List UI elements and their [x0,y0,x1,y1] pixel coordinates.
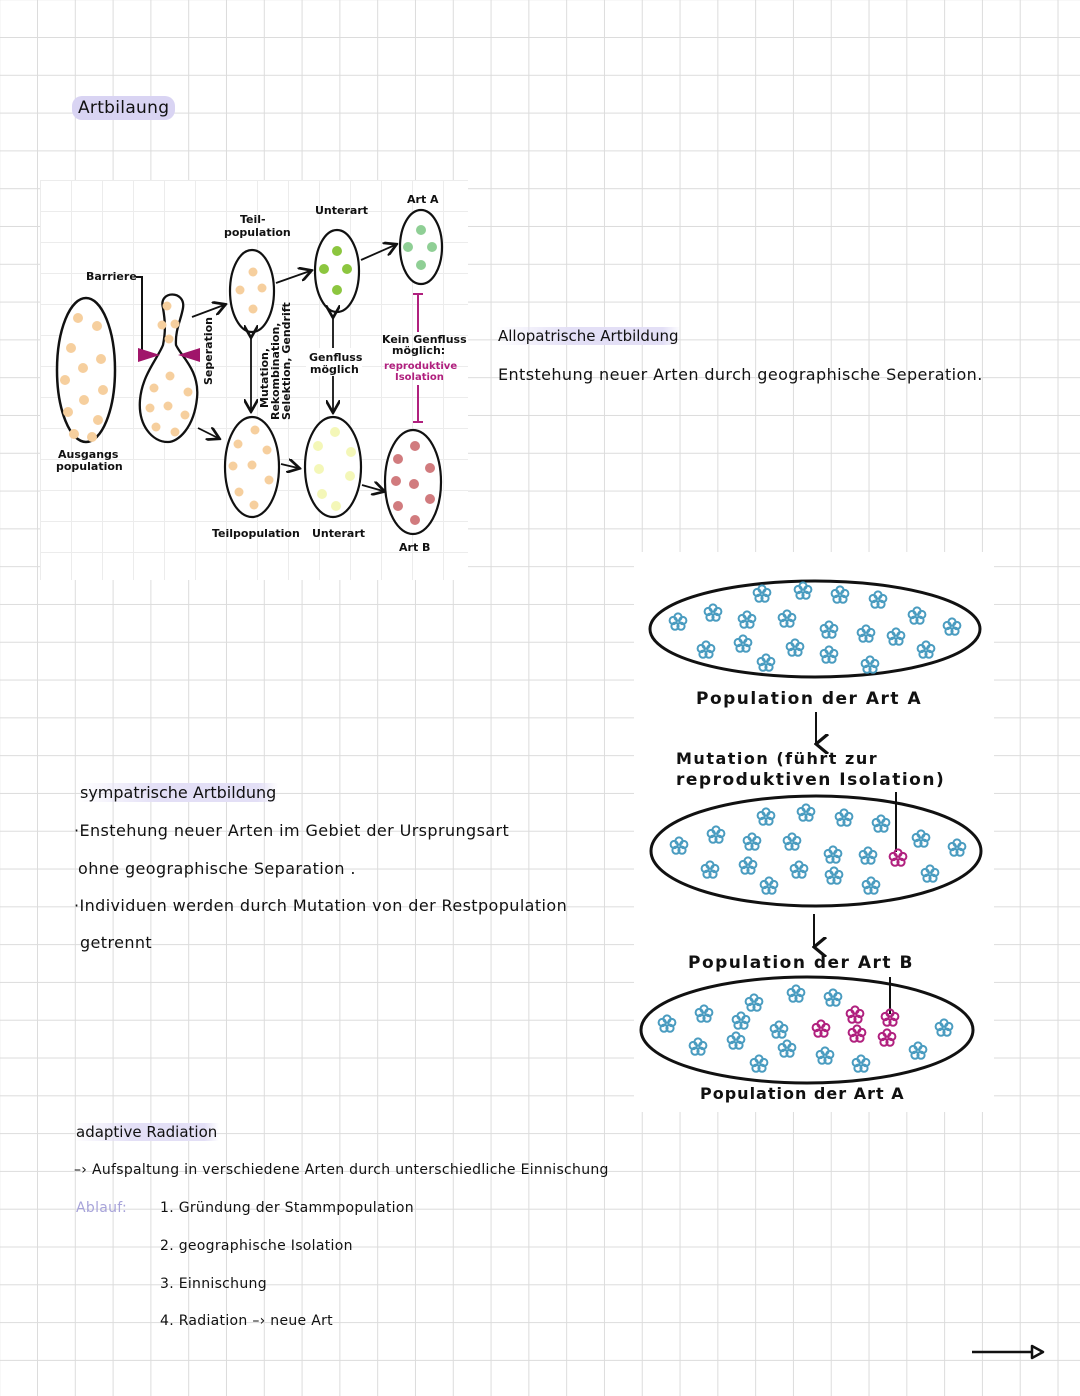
step-3: 3. Einnischung [160,1276,267,1292]
sympatric-bullet-1-cont: ohne geographische Separation . [78,859,356,878]
mechanisms-label-2: Rekombination, [269,323,282,420]
population-a-ellipse [648,579,982,679]
sub-population-bottom [223,415,281,519]
separation-label: Seperation [202,317,215,385]
step-2: 2. geographische Isolation [160,1238,353,1254]
species-a-label: Art A [407,193,439,206]
reproductive-isolation-label: reproduktive [384,361,457,372]
subspecies-bottom [303,415,363,519]
no-gene-flow-label: Kein Genfluss [382,333,467,346]
population-a-caption-bottom: Population der Art A [700,1084,905,1103]
origin-population-label-2: population [56,460,123,473]
allopatric-speciation-diagram: Ausgangs population Barriere Seperation … [40,180,468,580]
sub-population-top-label-2: population [224,226,291,239]
subspecies-top [313,228,361,314]
sympatric-speciation-diagram: Population der Art A Mutation (führt zur… [634,552,994,1112]
allopatric-definition: Entstehung neuer Arten durch geographisc… [498,365,983,384]
origin-population-label: Ausgangs [58,448,119,461]
step-4: 4. Radiation –› neue Art [160,1313,333,1329]
adaptive-radiation-definition: –› Aufspaltung in verschiedene Arten dur… [74,1162,609,1178]
split-population-ellipse [639,975,975,1085]
sympatric-heading: sympatrische Artbildung [78,783,279,802]
mechanisms-label: Mutation, [258,348,271,408]
mutation-label: Mutation (führt zur [676,749,878,768]
species-b-label: Art B [399,541,430,554]
reproductive-isolation-label-2: Isolation [395,372,444,383]
sympatric-bullet-1: ·Enstehung neuer Arten im Gebiet der Urs… [74,821,510,840]
next-page-button[interactable] [968,1340,1048,1364]
gene-flow-label-2: möglich [310,363,359,376]
no-gene-flow-label-2: möglich: [392,344,445,357]
allopatric-heading: Allopatrische Artbildung [496,327,681,345]
barrier-left-icon [138,348,160,362]
mutation-label-2: reproduktiven Isolation) [676,770,945,790]
sub-population-top-label: Teil- [240,213,266,226]
subspecies-top-label: Unterart [315,204,368,217]
step-1: 1. Gründung der Stammpopulation [160,1200,414,1216]
sympatric-bullet-2: ·Individuen werden durch Mutation von de… [74,896,568,915]
barrier-right-icon [178,348,200,362]
species-a [398,208,444,286]
gene-flow-label: Genfluss [309,351,363,364]
subspecies-bottom-label: Unterart [312,527,365,540]
separating-population [138,293,200,444]
adaptive-radiation-heading: adaptive Radiation [74,1123,220,1141]
sequence-label: Ablauf: [76,1200,128,1216]
sympatric-bullet-2-cont: getrennt [80,933,153,952]
mechanisms-label-3: Selektion, Gendrift [280,302,293,420]
population-b-caption: Population der Art B [688,953,914,973]
mutation-population-ellipse [649,792,983,908]
page-title: Artbilaung [72,96,176,120]
barrier-label: Barriere [86,270,137,283]
origin-population [55,296,117,444]
population-a-caption: Population der Art A [696,689,922,709]
sub-population-top [228,248,276,334]
arrow-right-icon [972,1344,1045,1360]
species-b [383,428,443,536]
sub-population-bottom-label: Teilpopulation [212,527,300,540]
